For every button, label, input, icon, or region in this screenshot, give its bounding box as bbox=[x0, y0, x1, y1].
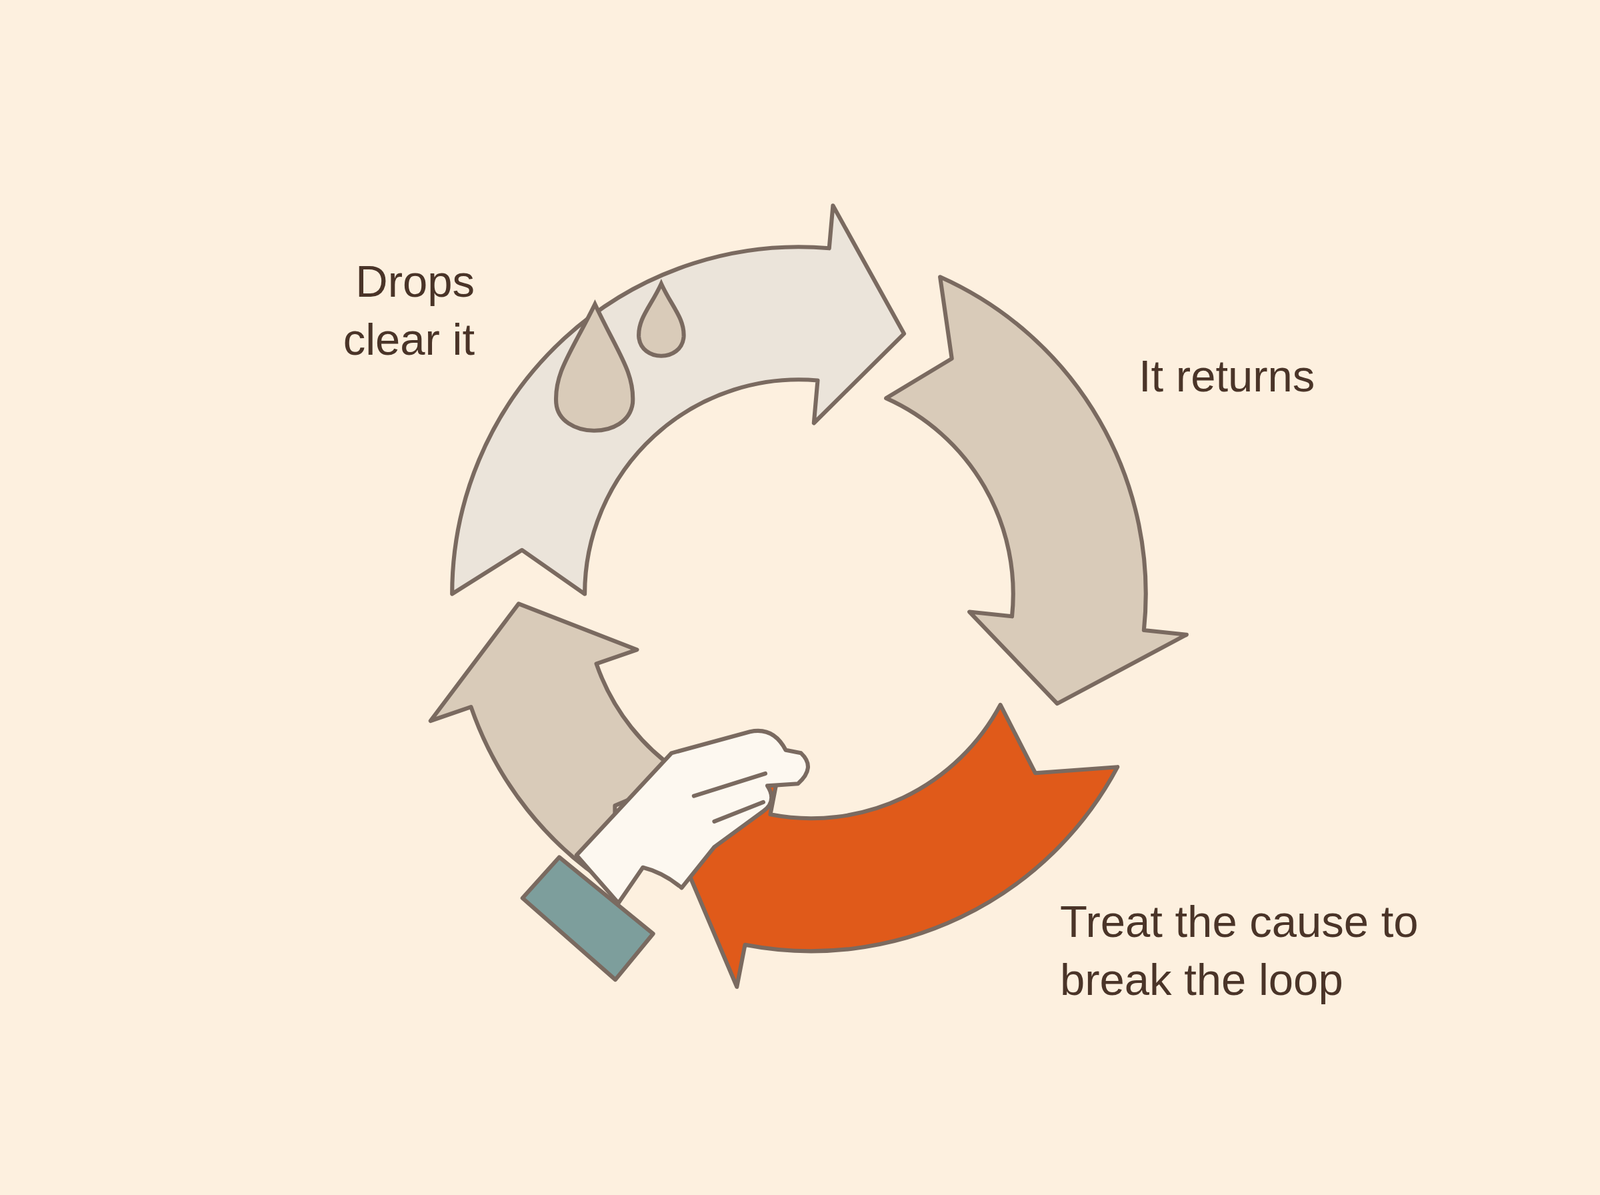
cycle-label: It returns bbox=[1138, 346, 1419, 405]
cycle-arrows bbox=[430, 205, 1187, 986]
finger-lines bbox=[694, 773, 766, 822]
hand bbox=[576, 730, 808, 903]
cycle-label: Drops clear it bbox=[294, 252, 475, 368]
cycle-label: Treat the cause to break the loop bbox=[1060, 892, 1487, 1008]
clear-arrow bbox=[452, 205, 904, 594]
water-drop bbox=[638, 283, 684, 356]
return-arrow bbox=[886, 276, 1187, 704]
water-drop bbox=[556, 304, 633, 431]
hand-and-drops bbox=[522, 283, 808, 980]
sleeve-cuff bbox=[522, 856, 654, 980]
